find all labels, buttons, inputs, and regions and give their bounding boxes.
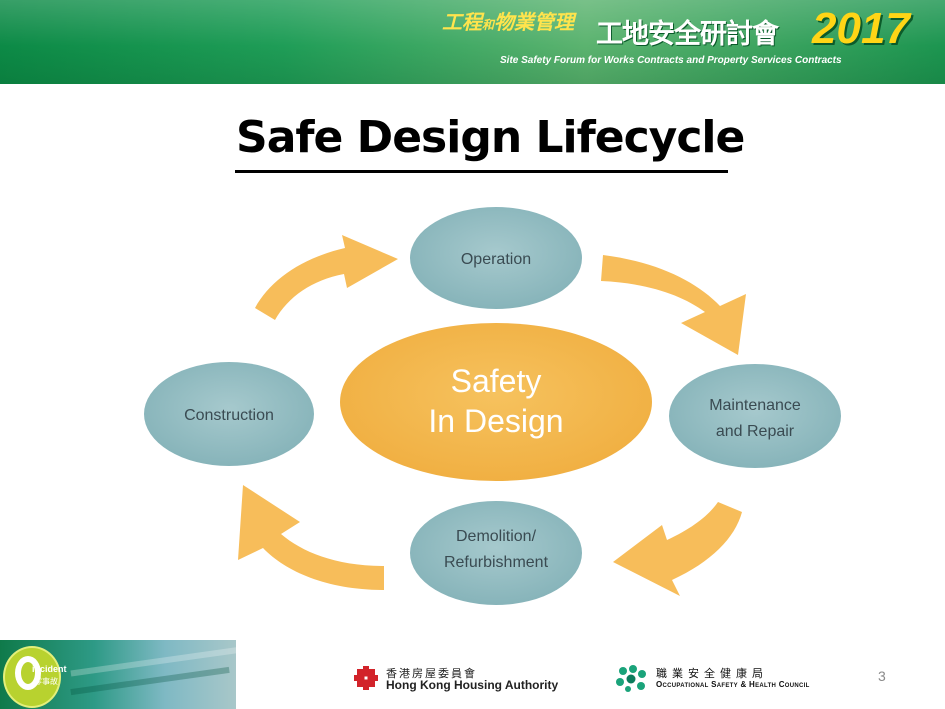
oshc-english-name: Occupational Safety & Health Council <box>656 680 810 689</box>
footer-incident-logo-banner: incident 零事故 <box>0 640 236 709</box>
node-demolition-refurbishment: Demolition/ Refurbishment <box>410 501 582 605</box>
incident-logo-text: incident <box>32 664 67 674</box>
arrow-construction-to-operation <box>255 235 398 320</box>
hkha-english-name: Hong Kong Housing Authority <box>386 678 559 692</box>
node-operation-label: Operation <box>461 251 531 268</box>
hkha-chinese-name: 香港房屋委員會 <box>386 667 477 680</box>
header-banner: 工程和物業管理 工地安全研討會 2017 Site Safety Forum f… <box>0 0 945 84</box>
node-construction: Construction <box>144 362 314 466</box>
node-demolition-label-1: Demolition/ <box>456 528 537 545</box>
arrow-operation-to-maintenance <box>601 255 746 355</box>
banner-chinese-prefix: 工程和物業管理 <box>442 6 574 35</box>
center-safety-in-design: Safety In Design <box>340 323 652 481</box>
banner-sheen <box>0 0 945 84</box>
slide-title: Safe Design Lifecycle <box>236 112 745 163</box>
node-operation: Operation <box>410 207 582 309</box>
zero-incident-logo-icon <box>3 646 61 708</box>
oshc-logo: 職業安全健康局 Occupational Safety & Health Cou… <box>614 664 814 694</box>
oshc-chinese-name: 職業安全健康局 <box>656 667 768 680</box>
oshc-emblem-icon <box>616 665 646 692</box>
banner-english-subtitle: Site Safety Forum for Works Contracts an… <box>500 55 842 66</box>
banner-year: 2017 <box>812 4 910 53</box>
node-maintenance-label-2: and Repair <box>716 423 795 440</box>
arrow-maintenance-to-demolition <box>613 502 742 596</box>
incident-logo-cn: 零事故 <box>34 677 58 686</box>
banner-prefix-b: 物業管理 <box>494 10 575 34</box>
node-maintenance-label-1: Maintenance <box>709 397 801 414</box>
arrow-demolition-to-construction <box>238 485 384 590</box>
center-label-line2: In Design <box>428 403 563 439</box>
center-label-line1: Safety <box>451 363 542 399</box>
node-maintenance-repair: Maintenance and Repair <box>669 364 841 468</box>
node-construction-label: Construction <box>184 407 274 424</box>
hkha-logo: 香港房屋委員會 Hong Kong Housing Authority <box>354 664 558 694</box>
banner-prefix-and: 和 <box>482 18 495 32</box>
banner-prefix-a: 工程 <box>442 10 482 34</box>
banner-chinese-title: 工地安全研討會 <box>596 19 779 50</box>
page-number: 3 <box>878 668 886 684</box>
node-demolition-label-2: Refurbishment <box>444 554 549 571</box>
hkha-emblem-icon <box>354 666 378 690</box>
title-underline <box>235 170 728 173</box>
